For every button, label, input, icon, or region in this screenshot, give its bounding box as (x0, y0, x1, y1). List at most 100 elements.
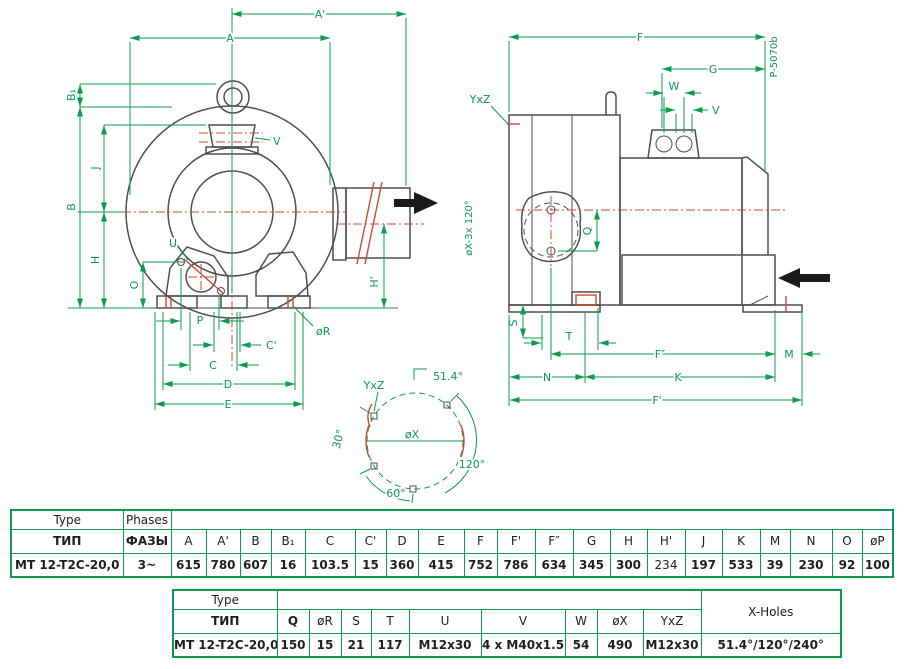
table-row: Type Phases (10, 509, 894, 530)
model-cell: MT 12-T2C-20,0 (10, 552, 124, 578)
drain-bolt-2 (217, 287, 225, 295)
label-phi-x-note: øX-3x 120° (464, 200, 475, 256)
header-cell: YxZ (642, 608, 702, 634)
drawing-canvas: A' A B₁ B J H O U V P (63, 6, 830, 504)
header-cell: X-Holes (700, 589, 842, 634)
label-yxz-detail: YxZ (363, 379, 385, 392)
dim-label-n: N (543, 371, 551, 384)
value-cell: 197 (684, 552, 723, 578)
header-cell: H (609, 528, 648, 554)
dim-label-d: D (224, 378, 232, 391)
value-cell: 786 (496, 552, 536, 578)
outlet-arrow-icon (394, 192, 438, 214)
header-cell: W (564, 608, 598, 634)
dim-label-p: P (197, 314, 204, 327)
side-left-foot (508, 304, 601, 313)
value-cell: 360 (385, 552, 419, 578)
header-cell: F' (496, 528, 536, 554)
muffler-hole-2 (675, 135, 693, 153)
value-cell: 634 (534, 552, 574, 578)
fan-cover (741, 156, 769, 255)
header-cell: U (408, 608, 482, 634)
front-view-drawing: A' A B₁ B J H O U V P (63, 6, 438, 413)
label-phi-x-detail: øX (405, 428, 420, 441)
dim-label-t: T (565, 330, 573, 343)
header-cell: M (759, 528, 791, 554)
blank-cell (170, 509, 894, 530)
header-cell: Type (10, 509, 124, 530)
table-row: Type X-Holes (172, 589, 842, 634)
value-cell: 615 (170, 552, 207, 578)
suction-flange (520, 191, 582, 263)
motor-body (619, 157, 743, 306)
label-phi-r: øR (316, 325, 331, 338)
side-muffler (647, 129, 700, 159)
table-row: MT 12-T2C-20,0 3~ 615 780 607 16 103.5 1… (10, 552, 894, 578)
header-cell: øP (861, 528, 894, 554)
header-cell: V (480, 608, 566, 634)
bolt-hole-2 (370, 412, 378, 420)
value-cell: 21 (340, 632, 372, 658)
dim-label-o: O (128, 280, 141, 289)
header-cell: Q (276, 608, 310, 634)
value-cell: 780 (205, 552, 241, 578)
value-cell: 415 (417, 552, 465, 578)
value-cell: 15 (354, 552, 387, 578)
dim-label-b: B (65, 203, 78, 211)
dim-label-q: Q (581, 226, 594, 235)
header-cell: B (239, 528, 272, 554)
value-cell: M12x30 (408, 632, 482, 658)
label-v-front: V (273, 135, 281, 148)
header-cell: F″ (534, 528, 574, 554)
header-cell: A (170, 528, 207, 554)
lifting-eye-hole (223, 87, 243, 107)
value-cell: 150 (276, 632, 310, 658)
flange-circle (523, 202, 579, 258)
header-cell: D (385, 528, 419, 554)
header-cell: T (370, 608, 410, 634)
dim-label-v-side: V (712, 104, 720, 117)
label-angle-60: 60° (386, 487, 406, 500)
center-foot (220, 295, 248, 309)
lifting-eye (216, 80, 250, 114)
side-right-foot (742, 304, 803, 313)
label-angle-120: 120° (459, 458, 486, 471)
header-cell: ТИП (172, 608, 278, 634)
outlet-port (345, 187, 411, 259)
value-cell: 51.4°/120°/240° (700, 632, 842, 658)
drain-port (185, 261, 217, 293)
header-cell: B₁ (270, 528, 306, 554)
dim-label-j: J (89, 166, 102, 170)
value-cell: 92 (831, 552, 863, 578)
dim-label-e: E (225, 398, 232, 411)
dim-label-c: C (209, 359, 217, 372)
header-cell: ФАЗЫ (122, 528, 172, 554)
value-cell: 4 x M40x1.5 (480, 632, 566, 658)
base-box (621, 254, 776, 306)
header-cell: N (789, 528, 833, 554)
value-cell: 117 (370, 632, 410, 658)
value-cell: 39 (759, 552, 791, 578)
table-row: ТИП ФАЗЫ A A' B B₁ C C' D E F F' F″ G H … (10, 528, 894, 554)
header-cell: C (304, 528, 356, 554)
dim-label-f: F (637, 31, 643, 44)
value-cell: 3~ (122, 552, 172, 578)
bolt-hole-3 (370, 462, 378, 470)
header-cell: Type (172, 589, 278, 610)
value-cell: 230 (789, 552, 833, 578)
header-cell: C' (354, 528, 387, 554)
value-cell: 15 (308, 632, 342, 658)
label-yxz-side: YxZ (469, 93, 491, 106)
dim-label-a-prime: A' (315, 8, 326, 21)
header-cell: A' (205, 528, 241, 554)
value-cell: 607 (239, 552, 272, 578)
value-cell: 234 (646, 552, 686, 578)
dim-label-h: H (89, 256, 102, 264)
dim-label-f-dblprime: F″ (655, 348, 665, 361)
right-pedestal (255, 251, 309, 297)
side-view-drawing: F G W V YxZ øX-3x 120° Q S T F″ (462, 29, 830, 409)
flange-detail-drawing: øX YxZ 51.4° 120° 60° 30° (328, 368, 487, 504)
header-cell: ТИП (10, 528, 124, 554)
dim-label-m: M (784, 348, 794, 361)
header-cell: S (340, 608, 372, 634)
